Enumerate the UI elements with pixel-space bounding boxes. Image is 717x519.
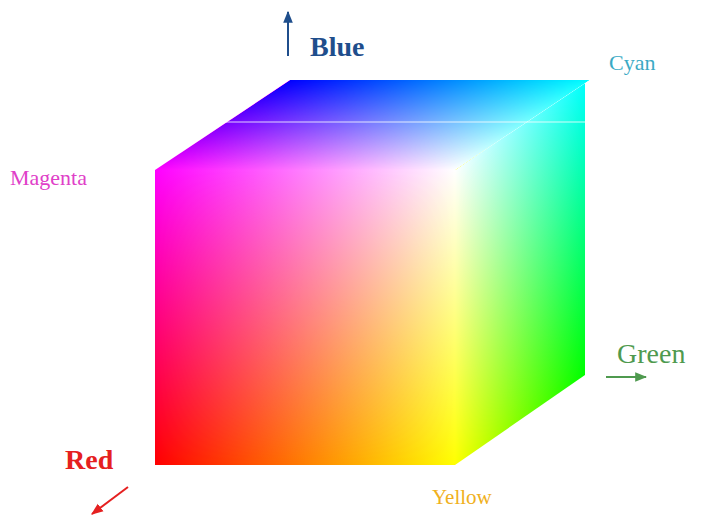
corner-label: Cyan xyxy=(609,52,655,74)
axis-label: Green xyxy=(617,340,685,368)
corner-label: Yellow xyxy=(432,487,492,508)
axis-label: Blue xyxy=(310,33,364,61)
axis-arrow xyxy=(606,376,646,378)
front-face xyxy=(155,170,455,465)
corner-label: Magenta xyxy=(10,167,87,189)
face-line xyxy=(222,122,586,123)
axis-label: Red xyxy=(65,446,113,474)
top-face xyxy=(155,80,590,170)
axis-arrow xyxy=(287,12,289,56)
axis-arrow xyxy=(92,487,128,514)
